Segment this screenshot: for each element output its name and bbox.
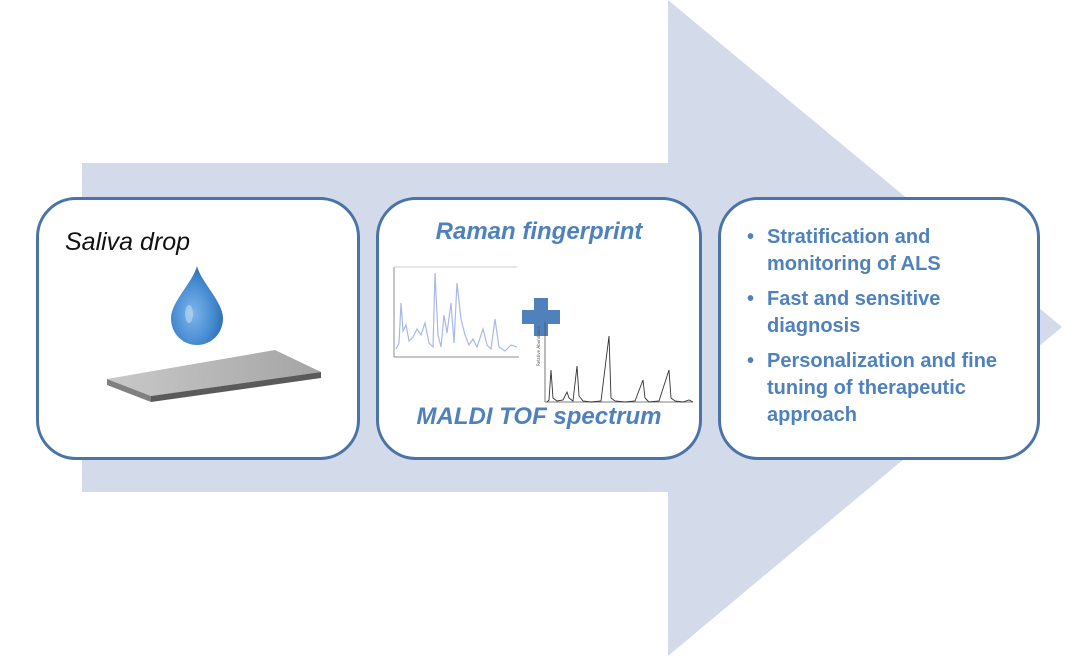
glass-slide-icon <box>107 350 321 402</box>
outcome-text: Personalization and fine tuning of thera… <box>767 350 998 426</box>
saliva-drop-icon <box>171 266 223 345</box>
raman-spectrum-plot <box>393 266 519 358</box>
outcome-text: Fast and sensitive diagnosis <box>767 288 941 337</box>
maldi-title: MALDI TOF spectrum <box>416 403 662 430</box>
bullet-dot-icon: • <box>747 226 755 248</box>
outcome-text: Stratification and monitoring of ALS <box>767 226 941 275</box>
saliva-title: Saliva drop <box>65 228 191 256</box>
maldi-spectrum-plot: Relative Abundance <box>536 322 694 403</box>
plus-icon <box>522 298 560 336</box>
maldi-axis-label: Relative Abundance <box>536 326 541 366</box>
outcome-item: • Stratification and monitoring of ALS <box>747 224 1037 278</box>
outcomes-box: • Stratification and monitoring of ALS •… <box>718 197 1040 460</box>
raman-title: Raman fingerprint <box>435 218 643 245</box>
outcome-item: • Fast and sensitive diagnosis <box>747 286 1037 340</box>
bullet-dot-icon: • <box>747 288 755 310</box>
outcomes-list: • Stratification and monitoring of ALS •… <box>747 224 1037 437</box>
saliva-box: Saliva drop <box>36 197 360 460</box>
bullet-dot-icon: • <box>747 350 755 372</box>
spectra-box: Raman fingerprint Relative Abundance MAL… <box>376 197 702 460</box>
outcome-item: • Personalization and fine tuning of the… <box>747 348 1037 429</box>
